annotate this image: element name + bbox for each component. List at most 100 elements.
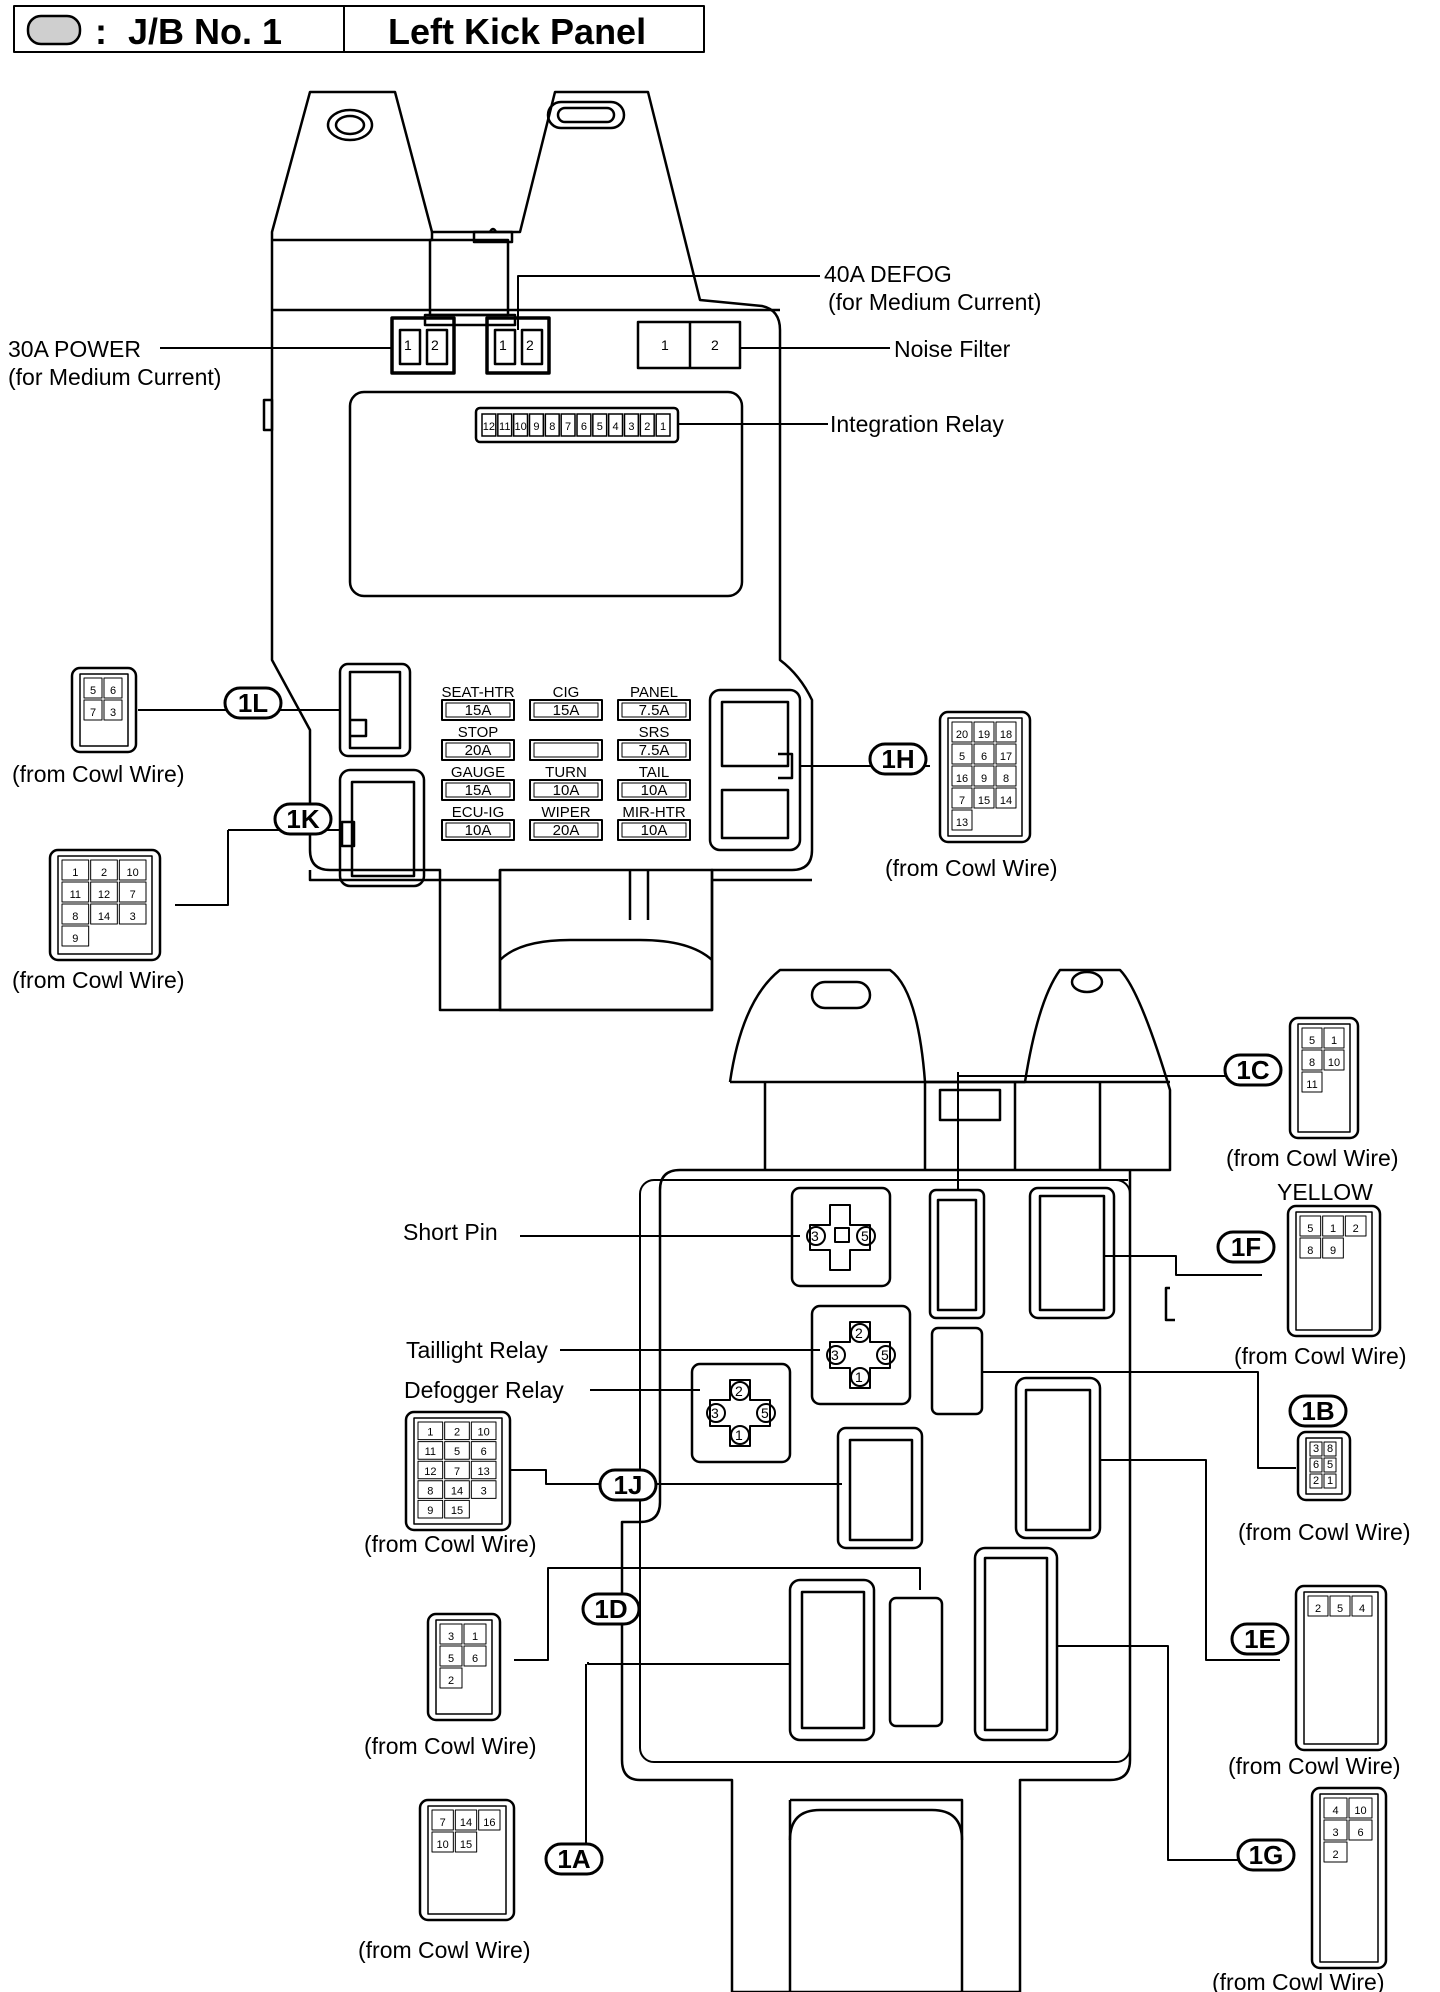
fuse-amp: 10A xyxy=(465,822,492,839)
connector-pin-cell xyxy=(470,1421,497,1441)
connector-pin-cell xyxy=(444,1499,470,1519)
connector-pin-label: 15 xyxy=(460,1839,472,1851)
fuse-slot-inner xyxy=(621,822,687,838)
fuse-slot xyxy=(529,699,603,721)
connector-pin-cell xyxy=(1322,1237,1344,1259)
connector-1h-face xyxy=(947,717,1023,837)
integration-relay-pin-label: 11 xyxy=(499,421,510,433)
connector-pin-cell xyxy=(454,1831,478,1853)
fuse-name: WIPER xyxy=(541,804,590,821)
header-box xyxy=(13,5,705,53)
connector-pin-cell xyxy=(1299,1215,1322,1237)
fuse-name: STOP xyxy=(458,724,499,741)
connector-pin-cell xyxy=(103,677,123,699)
integration-relay-pin xyxy=(497,413,513,437)
connector-pin-label: 2 xyxy=(454,1427,460,1439)
connector-pin-label: 8 xyxy=(72,911,78,923)
connector-pin-label: 14 xyxy=(1000,795,1012,807)
integration-relay-pin-label: 7 xyxy=(565,421,571,433)
connector-pin-cell xyxy=(951,721,973,743)
fuse-name: ECU-IG xyxy=(452,804,505,821)
fuse-slot-inner xyxy=(533,822,599,838)
connector-pin-cell xyxy=(439,1645,463,1667)
upper-housing xyxy=(138,90,930,1012)
connector-pin-cell xyxy=(103,699,123,721)
connector-1l-face xyxy=(79,673,129,747)
seat-1K xyxy=(338,768,426,888)
fuse-slot xyxy=(529,739,603,761)
connector-pin-cell xyxy=(463,1645,487,1667)
connector-pin-label: 16 xyxy=(956,773,968,785)
connector-pin-cell xyxy=(1323,1049,1345,1071)
connector-pin-cell xyxy=(973,787,995,809)
seat-1D-1A xyxy=(788,1578,876,1742)
fuse-name: SRS xyxy=(639,724,670,741)
connector-pin-cell xyxy=(995,787,1017,809)
fuse-slot xyxy=(617,739,691,761)
noise-filter xyxy=(636,320,890,370)
noise-filter-label: Noise Filter xyxy=(894,336,1011,362)
connector-pin-cell xyxy=(1323,1457,1337,1473)
connector-pin-label: 5 xyxy=(1327,1459,1333,1471)
connector-pin-label: 1 xyxy=(427,1427,433,1439)
header-location: Left Kick Panel xyxy=(388,11,646,52)
connector-pin-label: 3 xyxy=(1313,1443,1319,1455)
fuse-slot-inner xyxy=(445,702,511,718)
pin-label: 2 xyxy=(855,1325,863,1341)
connector-pin-cell xyxy=(951,809,973,831)
connector-caption: (from Cowl Wire) xyxy=(12,761,185,787)
connector-1e-face xyxy=(1303,1591,1379,1745)
connector-caption: (from Cowl Wire) xyxy=(1212,1969,1385,1992)
connector-pin-label: 6 xyxy=(1313,1459,1319,1471)
connector-pin-label: 8 xyxy=(427,1485,433,1497)
fuse-name: GAUGE xyxy=(451,764,505,781)
integration-relay-pin-label: 4 xyxy=(613,421,619,433)
connector-1f-body xyxy=(1286,1204,1382,1338)
connector-pin-label: 10 xyxy=(478,1427,490,1439)
connector-pin-label: 2 xyxy=(1313,1475,1319,1487)
connector-pin-cell xyxy=(478,1809,501,1831)
connector-pin-cell xyxy=(1323,1441,1337,1457)
fuse-slot xyxy=(441,739,515,761)
connector-pin-cell xyxy=(444,1421,470,1441)
connector-pin-label: 8 xyxy=(1003,773,1009,785)
connector-1a-face xyxy=(427,1805,507,1915)
connector-caption: (from Cowl Wire) xyxy=(1234,1343,1407,1369)
connector-pin-label: 5 xyxy=(90,685,96,697)
connector-caption: (from Cowl Wire) xyxy=(1228,1753,1401,1779)
connector-1j-body xyxy=(404,1410,512,1532)
connector-pin-cell xyxy=(470,1480,497,1499)
fuse-slot xyxy=(617,779,691,801)
connector-pin-label: 16 xyxy=(483,1817,495,1829)
integration-relay-pin-label: 12 xyxy=(483,421,495,433)
fuse-amp: 20A xyxy=(465,742,492,759)
relay-40a-sub: (for Medium Current) xyxy=(828,289,1041,315)
connector-code-bubble xyxy=(598,1468,658,1502)
fuse-slot-inner xyxy=(533,782,599,798)
connector-pin-cell xyxy=(417,1499,444,1519)
pin-label: 2 xyxy=(431,337,439,353)
relay-40a-label: 40A DEFOG xyxy=(824,261,952,287)
lower-housing xyxy=(510,968,1296,1992)
pin-label: 1 xyxy=(855,1369,863,1385)
connector-pin-label: 11 xyxy=(425,1446,436,1458)
connector-pin-label: 7 xyxy=(959,795,965,807)
connector-pin-cell xyxy=(1351,1595,1373,1617)
external-connectors xyxy=(48,666,1388,1970)
integration-relay-pin-label: 8 xyxy=(549,421,555,433)
connector-pin-label: 3 xyxy=(1332,1827,1338,1839)
connector-1a-body xyxy=(418,1798,516,1922)
integration-relay-pin xyxy=(623,413,640,437)
connector-pin-cell xyxy=(1322,1215,1344,1237)
connector-pin-cell xyxy=(1323,1797,1348,1819)
fuse-amp: 15A xyxy=(465,702,492,719)
fuse-slot-inner xyxy=(621,742,687,758)
connector-pin-label: 9 xyxy=(72,933,78,945)
connector-pin-cell xyxy=(417,1441,444,1460)
taillight-relay-block xyxy=(560,1304,912,1406)
connector-pin-label: 2 xyxy=(101,867,107,879)
connector-pin-cell xyxy=(439,1623,463,1645)
fuse-name: SEAT-HTR xyxy=(441,684,514,701)
pin-label: 3 xyxy=(711,1405,719,1421)
connector-pin-cell xyxy=(431,1831,454,1853)
